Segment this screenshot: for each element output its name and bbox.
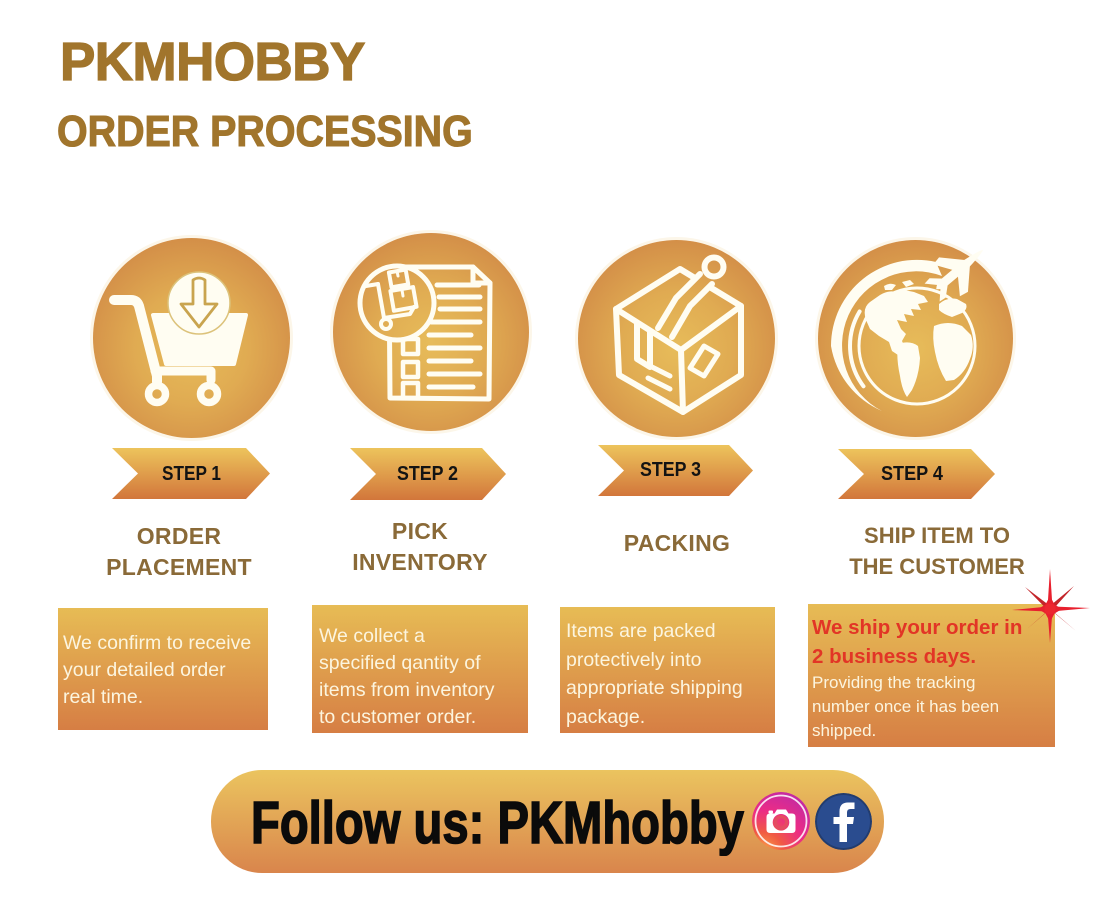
svg-text:STEP 3: STEP 3 xyxy=(640,458,701,481)
svg-text:STEP 1: STEP 1 xyxy=(162,462,221,485)
svg-text:STEP 4: STEP 4 xyxy=(881,462,944,485)
svg-text:STEP 2: STEP 2 xyxy=(397,462,458,485)
